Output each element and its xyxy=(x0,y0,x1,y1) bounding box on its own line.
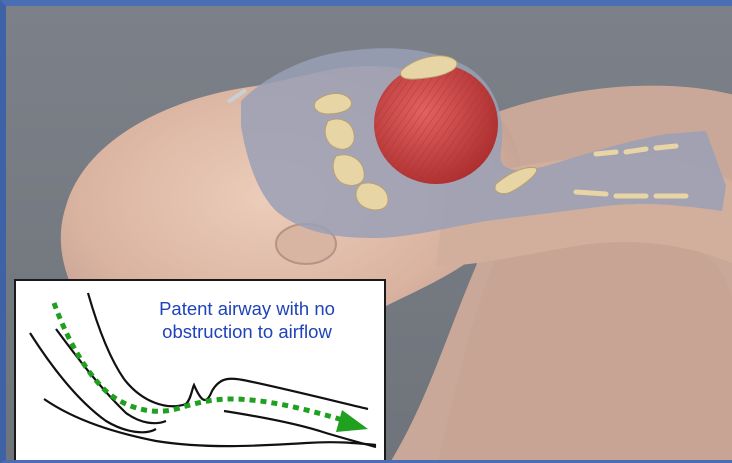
tongue-texture xyxy=(374,64,498,184)
inset-caption: Patent airway with no obstruction to air… xyxy=(116,297,378,343)
caption-line-2: obstruction to airflow xyxy=(116,320,378,343)
airflow-arrowhead xyxy=(336,410,368,432)
airflow-inset: Patent airway with no obstruction to air… xyxy=(14,279,386,463)
airway-outline-lower-back xyxy=(44,399,376,446)
caption-line-1: Patent airway with no xyxy=(116,297,378,320)
airway-outline-left xyxy=(30,333,156,432)
